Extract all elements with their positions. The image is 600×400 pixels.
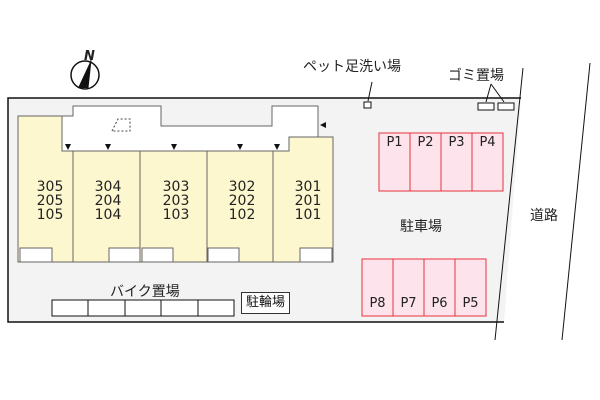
road-edge-right: [561, 62, 591, 341]
parking-space-label: P6: [431, 296, 448, 311]
parking-space-label: P1: [386, 135, 403, 150]
unit-column-3: 303 203 103: [154, 180, 198, 222]
road-edge-left: [494, 67, 524, 341]
room-number: 201: [294, 193, 322, 209]
parking-space-label: P8: [369, 296, 386, 311]
parking-row-top: [378, 132, 504, 192]
bike-slots: [51, 299, 235, 317]
parking-space-label: P4: [479, 135, 496, 150]
pet-wash-label: ペット足洗い場: [303, 59, 401, 75]
road-label: 道路: [530, 208, 558, 224]
parking-space-label: P3: [448, 135, 465, 150]
building: [17, 115, 334, 263]
pet-wash-marker: [363, 101, 372, 109]
room-number: 301: [294, 179, 322, 195]
room-number: 103: [162, 207, 190, 223]
parking-space-label: P2: [417, 135, 434, 150]
room-number: 204: [94, 193, 122, 209]
room-number: 102: [228, 207, 256, 223]
room-number: 302: [228, 179, 256, 195]
garbage-area-label: ゴミ置場: [448, 68, 504, 84]
room-number: 305: [36, 179, 64, 195]
room-number: 303: [162, 179, 190, 195]
room-number: 205: [36, 193, 64, 209]
room-number: 104: [94, 207, 122, 223]
unit-column-2: 304 204 104: [86, 180, 130, 222]
north-arrow-icon: [70, 59, 100, 90]
parking-space-label: P5: [462, 296, 479, 311]
parking-area-label: 駐車場: [400, 219, 442, 235]
garbage-bin-1: [477, 102, 495, 111]
entrance-markers: [65, 122, 326, 150]
room-number: 105: [36, 207, 64, 223]
bike-parking-label: バイク置場: [110, 284, 180, 300]
site-boundary: [7, 97, 521, 323]
parking-space-label: P7: [400, 296, 417, 311]
garbage-bin-2: [497, 102, 515, 111]
unit-column-1: 305 205 105: [28, 180, 72, 222]
room-number: 202: [228, 193, 256, 209]
room-number: 101: [294, 207, 322, 223]
unit-column-4: 302 202 102: [220, 180, 264, 222]
room-number: 203: [162, 193, 190, 209]
room-number: 304: [94, 179, 122, 195]
stair-outline: [111, 118, 131, 132]
balconies: [19, 247, 333, 263]
parking-row-bottom: [361, 258, 487, 317]
compass-north-label: N: [84, 49, 95, 64]
bicycle-parking-label: 駐輪場: [241, 292, 291, 314]
unit-column-5: 301 201 101: [286, 180, 330, 222]
